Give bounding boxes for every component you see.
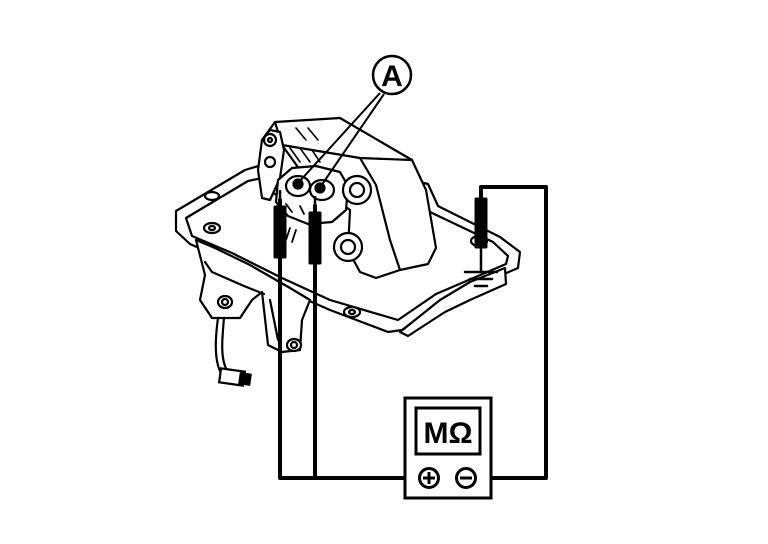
callout-a: A	[298, 54, 413, 187]
lead-1-wire	[278, 198, 430, 480]
probe-1	[273, 205, 287, 259]
component-body	[174, 116, 522, 354]
probe-2	[308, 211, 322, 265]
ground-lead-wire	[471, 185, 548, 480]
wire-connector-icon	[217, 367, 252, 387]
ground-symbol-icon	[463, 246, 499, 288]
terminal-2	[314, 182, 326, 194]
megohmmeter: MΩ	[403, 396, 493, 500]
callout-leader-2	[320, 93, 385, 187]
meter-unit-label: MΩ	[423, 417, 472, 450]
callout-leader-1	[298, 92, 381, 183]
probes	[273, 197, 488, 265]
harness-pigtail	[214, 316, 252, 387]
ground-probe	[474, 197, 488, 249]
callout-label: A	[381, 60, 403, 93]
meter-display	[414, 406, 482, 456]
callout-circle	[371, 54, 413, 96]
